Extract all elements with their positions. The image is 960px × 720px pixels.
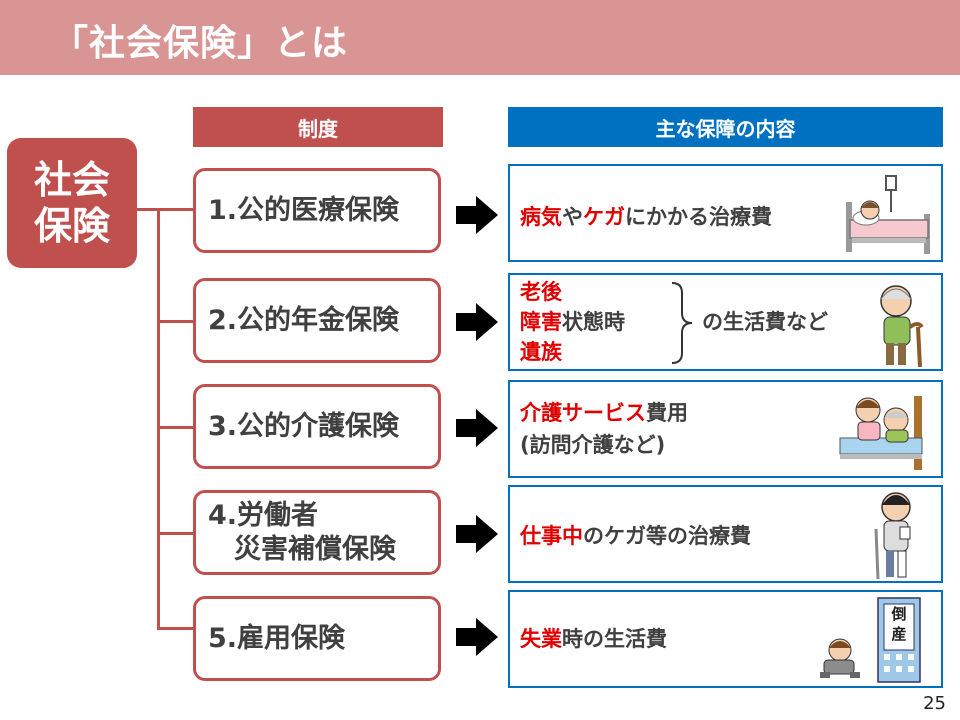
connector-branch-5 [157,627,193,630]
root-box-social-insurance: 社会 保険 [7,138,137,268]
benefit-text: 仕事中のケガ等の治療費 [520,521,751,551]
system-box-medical: 1.公的医療保険 [193,168,441,253]
benefit-text: の生活費など [702,310,828,334]
column-header-naiyou: 主な保障の内容 [508,107,943,147]
connector-branch-4 [157,532,193,535]
connector-trunk [157,208,160,630]
connector-branch-1 [157,208,193,211]
right-arrow-icon [456,515,498,553]
benefit-text-part: や [562,205,583,229]
elderly-person-illustration [880,285,924,368]
benefit-box-pension: 老後 障害状態時 遺族 の生活費など [508,273,943,371]
system-label: 3.公的介護保険 [208,410,400,442]
injured-worker-illustration [874,492,911,580]
system-box-care: 3.公的介護保険 [193,384,441,469]
benefit-text-part: 時の生活費 [562,627,667,651]
right-arrow-icon [456,618,498,656]
benefit-text-part: 状態時 [562,310,625,334]
caregiver-illustration [839,396,923,470]
page-title: 「社会保険」とは [52,23,349,64]
benefit-text-col: 老後 障害状態時 遺族 [520,277,625,367]
connector-branch-2 [157,320,193,323]
column-header-seido: 制度 [193,107,443,147]
benefit-text: 失業時の生活費 [520,624,667,654]
benefit-box-workers-comp: 仕事中のケガ等の治療費 [508,485,943,583]
system-label: 1.公的医療保険 [208,194,400,226]
hospital-bed-illustration [846,175,930,254]
benefit-highlight: 介護サービス [520,401,646,425]
system-label-line1: 4.労働者 [208,499,319,531]
benefit-text: (訪問介護など) [520,433,666,457]
system-box-employment: 5.雇用保険 [193,596,441,681]
right-arrow-icon [456,409,498,447]
benefit-box-care: 介護サービス費用 (訪問介護など) [508,380,943,478]
benefit-text: 介護サービス費用 [520,398,688,428]
benefit-highlight: 失業 [520,627,562,651]
benefit-box-employment: 失業時の生活費 倒産 [508,590,943,688]
system-box-pension: 2.公的年金保険 [193,278,441,363]
benefit-text: 病気やケガにかかる治療費 [520,202,772,232]
right-arrow-icon [456,303,498,341]
benefit-text-part: にかかる治療費 [625,205,772,229]
benefit-highlight: 障害 [520,310,562,334]
root-label-line1: 社会 [33,158,110,202]
title-bar: 「社会保険」とは [0,0,960,75]
benefit-box-medical: 病気やケガにかかる治療費 [508,164,943,262]
benefit-highlight: 遺族 [520,340,562,364]
benefit-highlight: 仕事中 [520,524,583,548]
right-arrow-icon [456,196,498,234]
benefit-text-part: のケガ等の治療費 [583,524,751,548]
bankrupt-sign-text: 倒産 [891,605,907,643]
system-label: 5.雇用保険 [208,622,346,654]
benefit-text-part: 費用 [646,401,688,425]
bankrupt-sign: 倒産 [884,604,914,644]
benefit-highlight: 老後 [520,280,562,304]
connector-branch-3 [157,426,193,429]
benefit-highlight: 病気 [520,205,562,229]
system-label: 2.公的年金保険 [208,304,400,336]
benefit-highlight: ケガ [583,205,625,229]
connector-stub [137,208,159,211]
bankrupt-building-illustration [820,597,921,683]
page-number: 25 [923,693,946,714]
root-label-line2: 保険 [33,204,110,248]
curly-brace-icon [671,282,693,364]
system-box-workers-comp: 4.労働者 災害補償保険 [193,490,441,575]
system-label-line2: 災害補償保険 [234,533,396,565]
